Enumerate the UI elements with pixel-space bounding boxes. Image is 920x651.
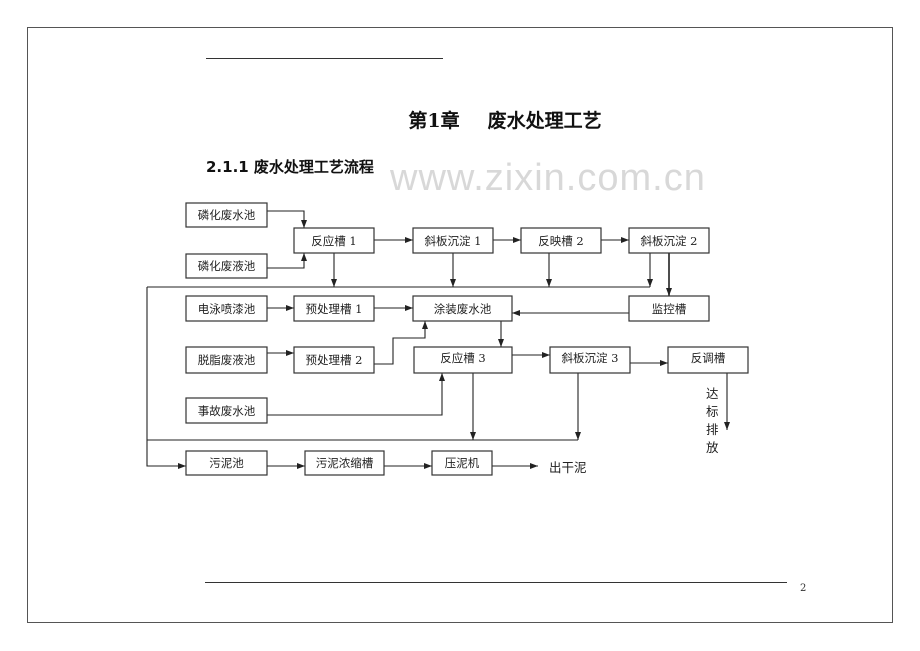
node-label: 监控槽 — [652, 302, 687, 316]
node-label: 斜板沉淀 2 — [641, 234, 698, 248]
node-accident: 事故废水池 — [185, 397, 268, 424]
discharge-char: 标 — [706, 404, 719, 419]
node-label: 反应槽 1 — [311, 234, 356, 248]
node-label: 反调槽 — [691, 351, 726, 365]
node-settle3: 斜板沉淀 3 — [549, 346, 631, 374]
node-react3: 反应槽 3 — [413, 346, 513, 374]
section-heading: 2.1.1 废水处理工艺流程 — [206, 158, 374, 176]
output-discharge: 达 标 排 放 — [706, 386, 719, 455]
node-label: 磷化废水池 — [198, 208, 256, 222]
node-press: 压泥机 — [431, 450, 493, 476]
node-phos-liquid: 磷化废液池 — [185, 253, 268, 279]
node-pre2: 预处理槽 2 — [293, 346, 375, 374]
node-label: 事故废水池 — [198, 404, 256, 418]
node-pre1: 预处理槽 1 — [293, 295, 375, 322]
discharge-char: 放 — [706, 440, 719, 455]
node-react2: 反映槽 2 — [520, 227, 602, 254]
node-label: 斜板沉淀 3 — [562, 351, 619, 365]
node-adjust: 反调槽 — [667, 346, 749, 374]
node-label: 磷化废液池 — [198, 259, 256, 273]
node-settle1: 斜板沉淀 1 — [412, 227, 494, 254]
node-label: 反应槽 3 — [440, 351, 485, 365]
node-label: 预处理槽 2 — [306, 353, 363, 367]
chapter-title: 第1章 废水处理工艺 — [0, 106, 920, 133]
node-label: 预处理槽 1 — [306, 302, 363, 316]
node-settle2: 斜板沉淀 2 — [628, 227, 710, 254]
page-number: 2 — [800, 583, 807, 594]
node-label: 污泥浓缩槽 — [316, 456, 374, 470]
node-degrease: 脱脂废液池 — [185, 346, 268, 374]
node-label: 脱脂废液池 — [198, 353, 256, 367]
node-electro: 电泳喷漆池 — [185, 295, 268, 322]
node-thicken: 污泥浓缩槽 — [304, 450, 385, 476]
node-coating: 涂装废水池 — [412, 295, 513, 322]
node-monitor: 监控槽 — [628, 295, 710, 322]
output-dry-sludge: 出干泥 — [549, 460, 587, 475]
node-label: 压泥机 — [445, 456, 480, 470]
chapter-name: 废水处理工艺 — [487, 110, 602, 132]
node-sludge: 污泥池 — [185, 450, 268, 476]
discharge-char: 达 — [706, 386, 719, 401]
discharge-char: 排 — [706, 422, 719, 437]
node-label: 反映槽 2 — [538, 234, 583, 248]
connectors — [146, 210, 730, 469]
node-phos-water: 磷化废水池 — [185, 202, 268, 228]
page-border — [27, 27, 893, 623]
node-label: 涂装废水池 — [434, 302, 492, 316]
footer-rule — [205, 582, 787, 583]
chapter-number: 第1章 — [408, 110, 460, 132]
node-label: 电泳喷漆池 — [198, 302, 256, 316]
node-react1: 反应槽 1 — [293, 227, 375, 254]
node-label: 污泥池 — [209, 456, 244, 470]
header-rule — [206, 58, 443, 59]
node-label: 斜板沉淀 1 — [425, 234, 482, 248]
watermark: www.zixin.com.cn — [390, 157, 706, 199]
